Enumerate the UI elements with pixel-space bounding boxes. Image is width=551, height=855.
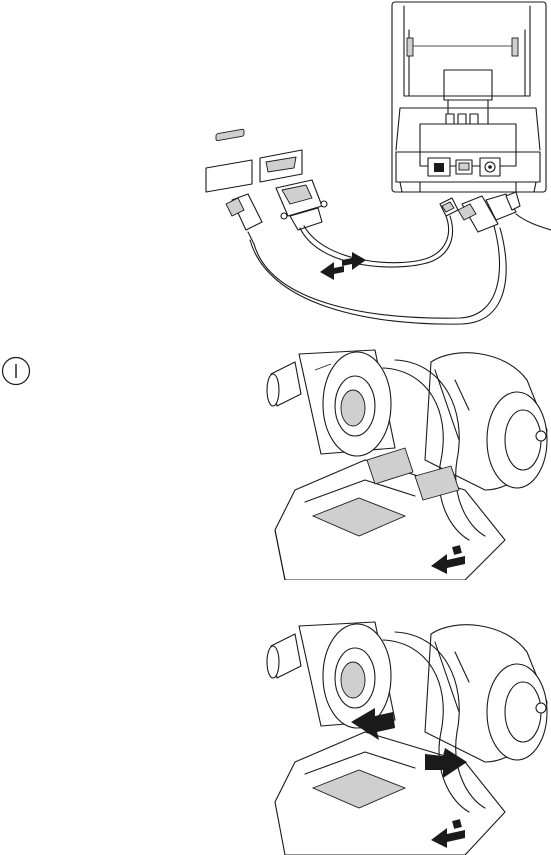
printer-cover <box>425 625 547 762</box>
power-button-icon <box>1 356 33 388</box>
computer-ports <box>206 129 302 192</box>
usb-plug <box>226 194 262 244</box>
figure-paper-cover-closing <box>255 612 551 855</box>
arrow-icon <box>320 252 366 280</box>
figure-cable-connection <box>0 0 551 330</box>
serial-plug <box>276 180 327 230</box>
paper-roll <box>267 350 395 456</box>
cables <box>250 214 551 324</box>
printer-rear-view <box>392 2 546 192</box>
figure-paper-roll-loading <box>255 340 551 580</box>
paper-roll <box>267 622 395 728</box>
